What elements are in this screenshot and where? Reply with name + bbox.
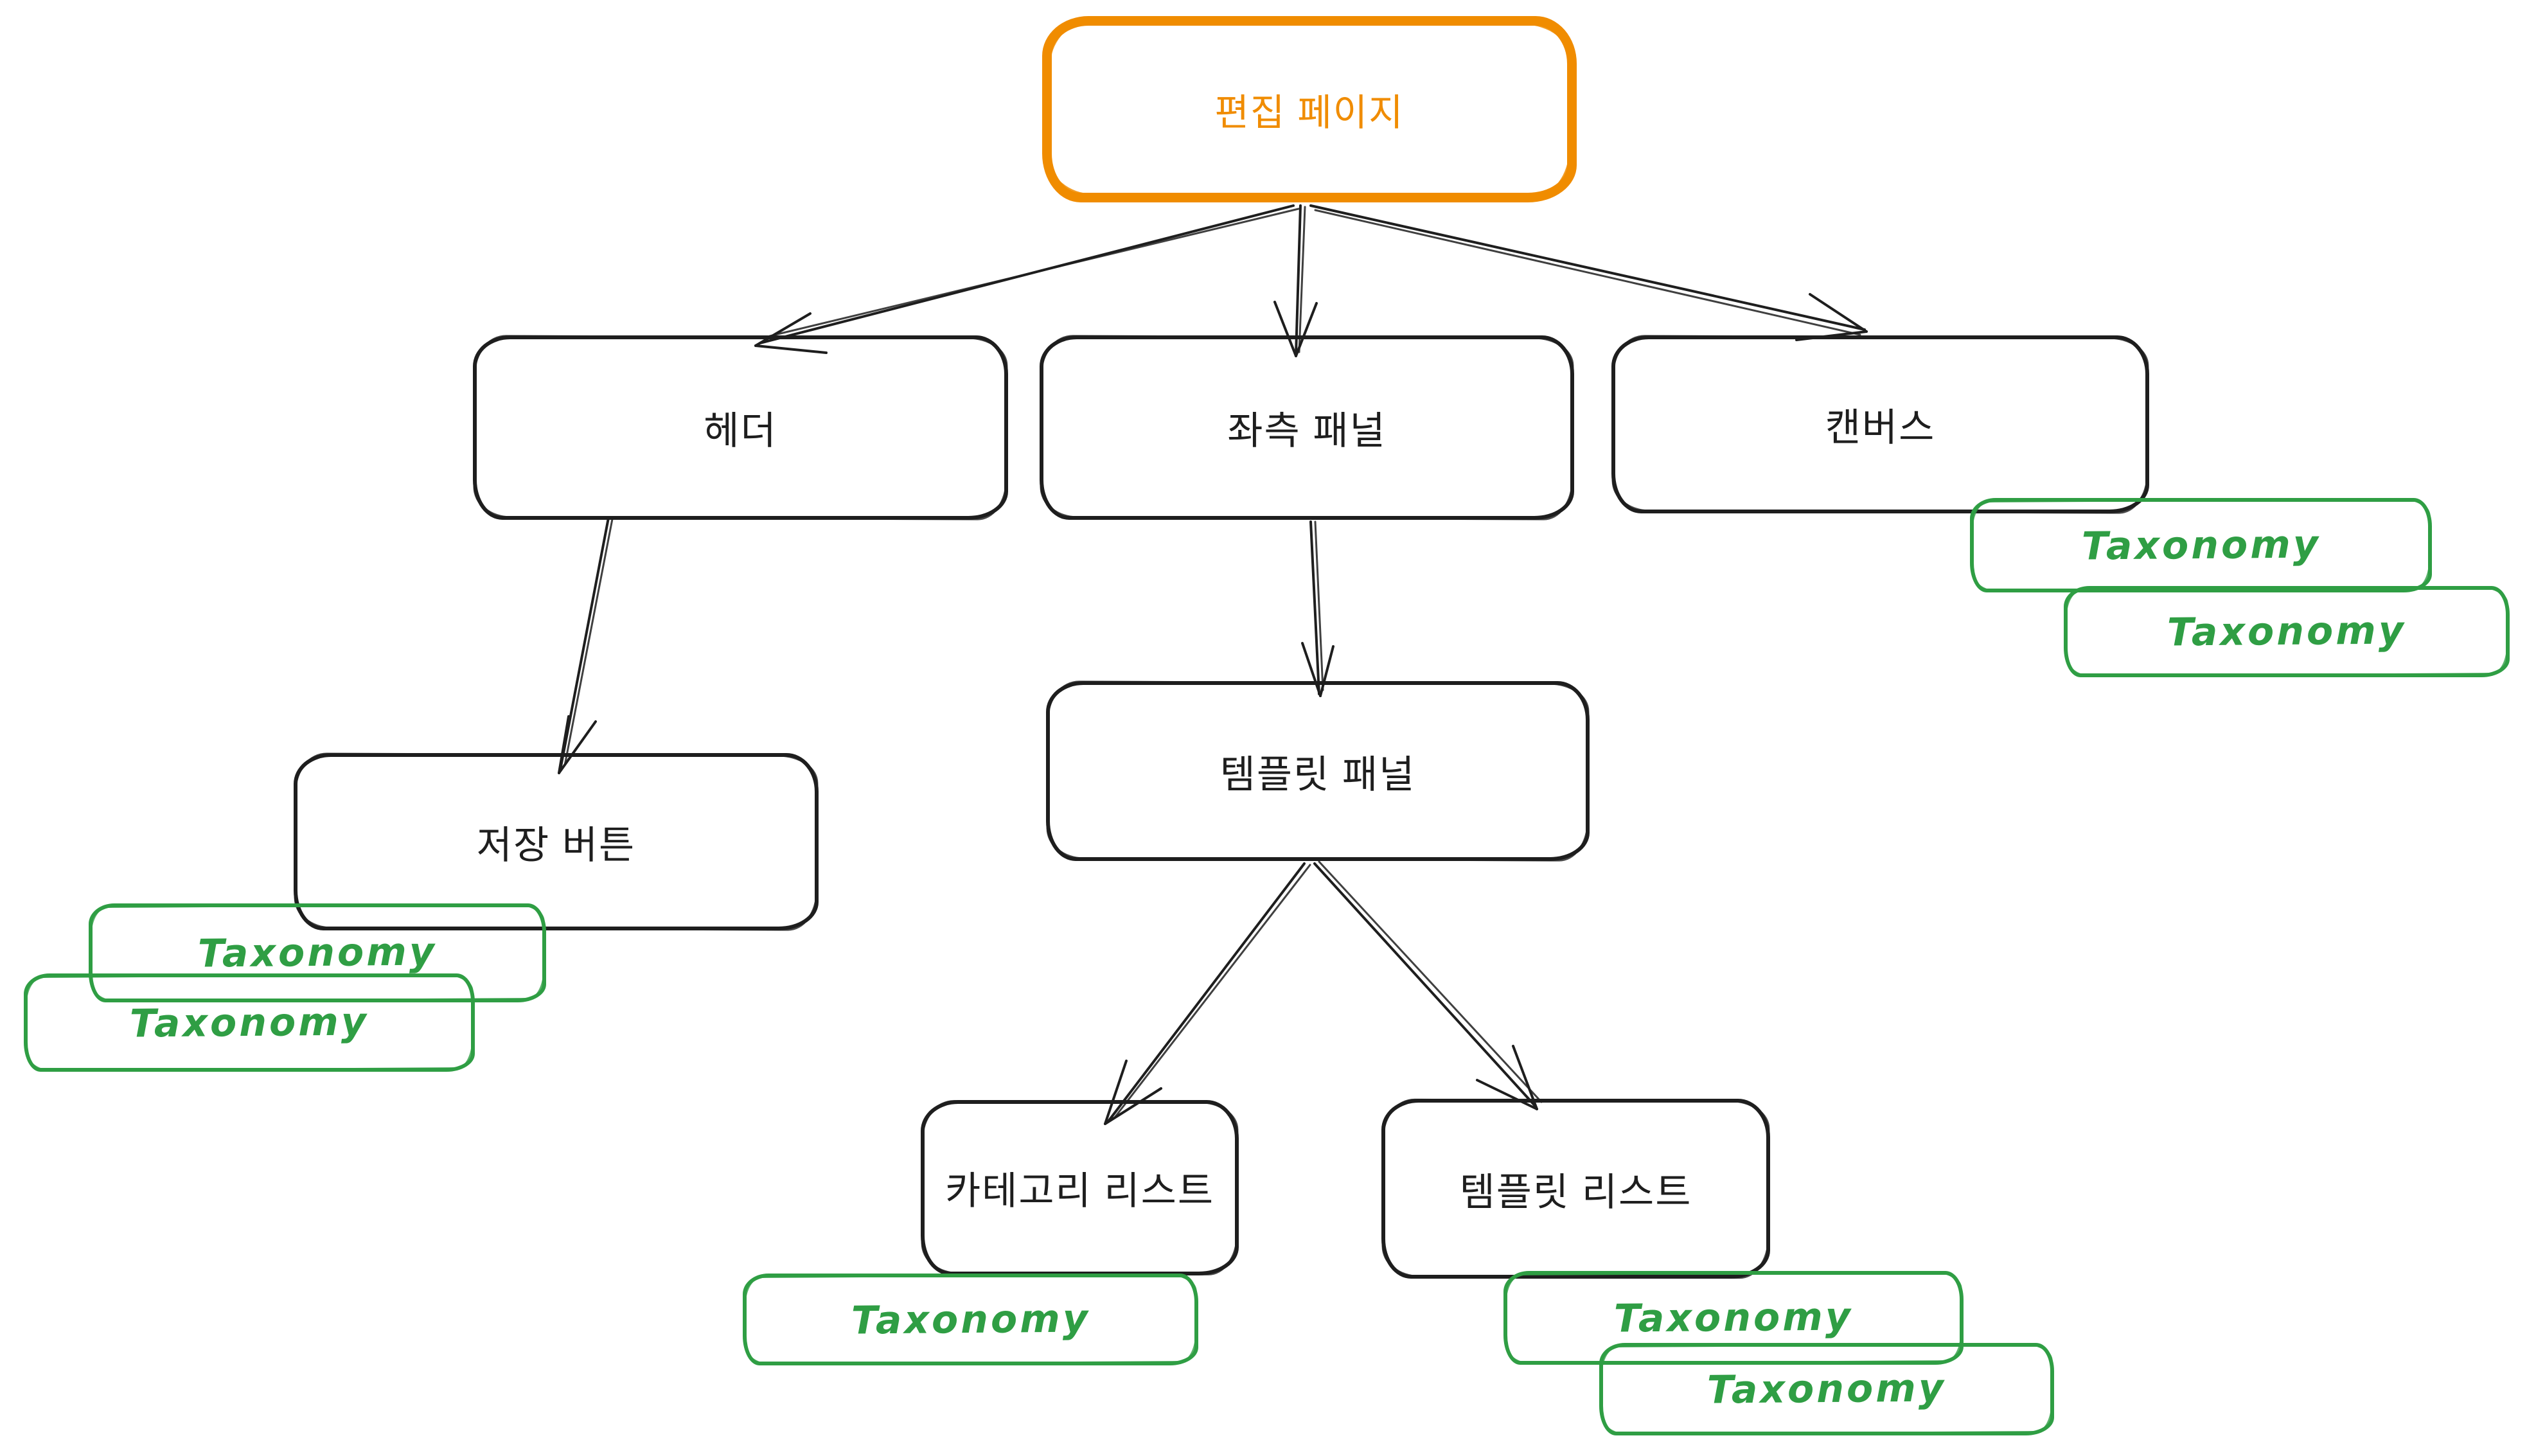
node-template-list-label: 템플릿 리스트	[1459, 1170, 1692, 1214]
node-template-panel-label: 템플릿 패널	[1219, 752, 1416, 796]
edge-edit-page-to-canvas	[1309, 204, 1868, 341]
node-template-list: 템플릿 리스트	[1381, 1099, 1770, 1279]
node-canvas-label: 캔버스	[1825, 406, 1936, 449]
taxonomy-tag-label: Taxonomy	[2167, 608, 2407, 655]
edge-template-panel-to-category-list	[1104, 862, 1311, 1125]
node-header-label: 헤더	[704, 409, 777, 452]
node-header: 헤더	[473, 335, 1008, 520]
edge-edit-page-to-header	[754, 204, 1300, 354]
node-save-button: 저장 버튼	[294, 753, 819, 930]
taxonomy-tag-label: Taxonomy	[1707, 1365, 1947, 1413]
node-category-list: 카테고리 리스트	[921, 1100, 1239, 1275]
edge-left-panel-to-template-panel	[1301, 520, 1334, 697]
edge-edit-page-to-left-panel	[1273, 204, 1318, 357]
node-template-panel: 템플릿 패널	[1046, 681, 1590, 861]
taxonomy-tag-canvas-1: Taxonomy	[1970, 498, 2432, 592]
node-left-panel-label: 좌측 패널	[1227, 409, 1387, 452]
taxonomy-tag-label: Taxonomy	[129, 999, 369, 1047]
taxonomy-tag-save-button-2: Taxonomy	[24, 973, 475, 1072]
taxonomy-tag-template-list-2: Taxonomy	[1599, 1343, 2054, 1435]
node-edit-page-label: 편집 페이지	[1214, 92, 1405, 134]
taxonomy-tag-label: Taxonomy	[851, 1295, 1090, 1344]
edge-template-panel-to-template-list	[1313, 860, 1543, 1110]
node-save-button-label: 저장 버튼	[476, 823, 636, 867]
taxonomy-tag-label: Taxonomy	[197, 929, 438, 977]
taxonomy-tag-label: Taxonomy	[1613, 1294, 1854, 1342]
node-left-panel: 좌측 패널	[1040, 335, 1574, 520]
taxonomy-tag-label: Taxonomy	[2081, 521, 2321, 569]
taxonomy-tag-canvas-2: Taxonomy	[2064, 586, 2510, 677]
node-edit-page: 편집 페이지	[1042, 16, 1577, 202]
edge-header-to-save-button	[558, 517, 614, 774]
node-canvas: 캔버스	[1611, 335, 2149, 513]
node-category-list-label: 카테고리 리스트	[944, 1169, 1215, 1212]
taxonomy-tag-category-list: Taxonomy	[743, 1274, 1198, 1365]
